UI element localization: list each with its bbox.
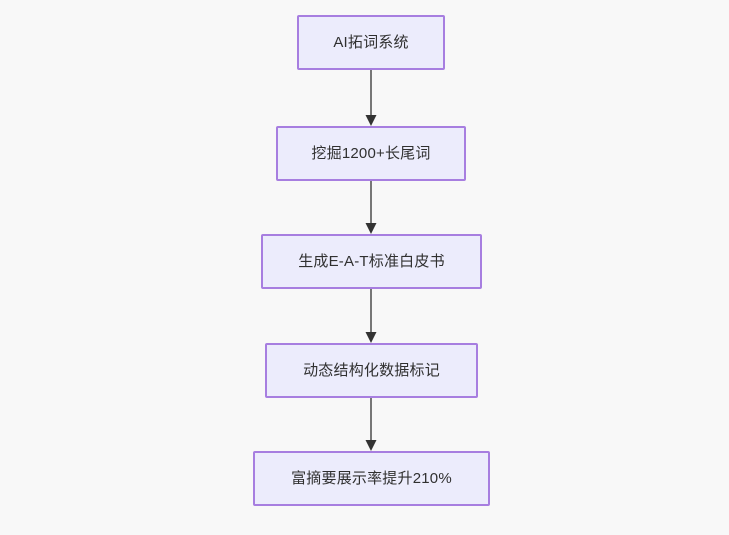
flow-node-ai-keyword-system[interactable]: AI拓词系统 [297,15,445,70]
edge-arrow-icon [365,70,377,126]
edge-n2-n3 [361,181,381,234]
flow-node-mine-longtail-keywords[interactable]: 挖掘1200+长尾词 [276,126,466,181]
edge-arrow-icon [365,398,377,451]
edge-n1-n2 [361,70,381,126]
flow-node-label: 富摘要展示率提升210% [291,469,452,487]
flow-node-label: AI拓词系统 [333,33,409,51]
flow-node-label: 生成E-A-T标准白皮书 [298,252,445,270]
flow-node-label: 挖掘1200+长尾词 [311,144,431,162]
edge-arrow-icon [365,181,377,234]
edge-arrow-icon [365,289,377,343]
flow-node-dynamic-structured-data-markup[interactable]: 动态结构化数据标记 [265,343,478,398]
flow-node-rich-snippet-rate-increase[interactable]: 富摘要展示率提升210% [253,451,490,506]
edge-n4-n5 [361,398,381,451]
flow-node-label: 动态结构化数据标记 [303,361,440,379]
edge-n3-n4 [361,289,381,343]
flow-node-generate-eat-whitepaper[interactable]: 生成E-A-T标准白皮书 [261,234,482,289]
